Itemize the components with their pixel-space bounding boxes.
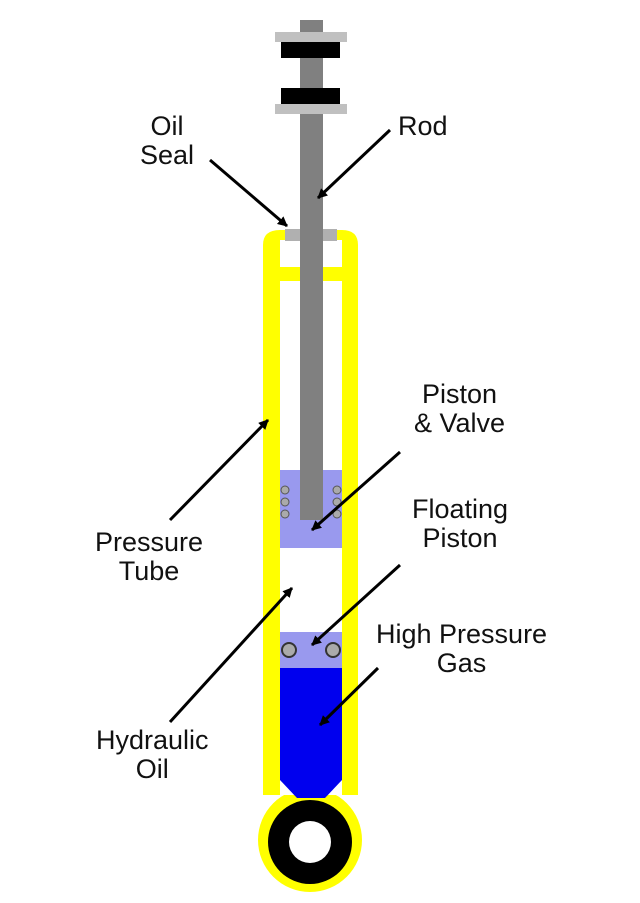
seal-ring-right: [325, 642, 341, 658]
label-floating-line1: Floating: [412, 494, 509, 524]
label-pressure-tube: Pressure Tube: [95, 528, 203, 586]
high-pressure-gas: [280, 668, 342, 798]
seal-ring-left: [281, 642, 297, 658]
label-floating-line2: Piston: [422, 523, 498, 553]
arrow-floating-piston: [310, 563, 402, 647]
valve-holes: [280, 485, 342, 519]
label-hydraulic-line2: Oil: [135, 754, 169, 784]
rod: [300, 20, 323, 520]
label-oil-seal: Oil Seal: [140, 112, 194, 170]
label-hydraulic-oil: Hydraulic Oil: [96, 726, 209, 784]
lower-washer: [275, 104, 347, 114]
arrows: [168, 128, 402, 727]
label-piston-line1: Piston: [422, 379, 498, 409]
arrow-oil-seal: [209, 158, 288, 228]
label-piston-line2: & Valve: [414, 408, 506, 438]
arrow-hydraulic-oil: [168, 586, 294, 724]
label-gas-line2: Gas: [436, 648, 487, 678]
arrow-rod: [316, 128, 392, 200]
upper-bushing: [281, 42, 340, 58]
label-piston-valve: Piston & Valve: [414, 380, 505, 438]
arrow-gas: [318, 666, 380, 727]
label-oil-seal-line1: Oil: [150, 111, 184, 141]
label-floating-piston: Floating Piston: [412, 495, 508, 553]
label-hydraulic-line1: Hydraulic: [96, 725, 209, 755]
label-pressure-line2: Tube: [118, 556, 180, 586]
label-pressure-line1: Pressure: [95, 527, 204, 557]
label-rod: Rod: [398, 111, 448, 141]
label-oil-seal-line2: Seal: [140, 140, 195, 170]
upper-washer: [275, 32, 347, 42]
mount-eye-hole: [289, 821, 331, 863]
arrow-piston: [311, 450, 401, 532]
label-gas-line1: High Pressure: [376, 619, 548, 649]
lower-bushing: [281, 88, 340, 104]
label-high-pressure-gas: High Pressure Gas: [376, 620, 547, 678]
arrow-pressure-tube: [168, 418, 270, 522]
